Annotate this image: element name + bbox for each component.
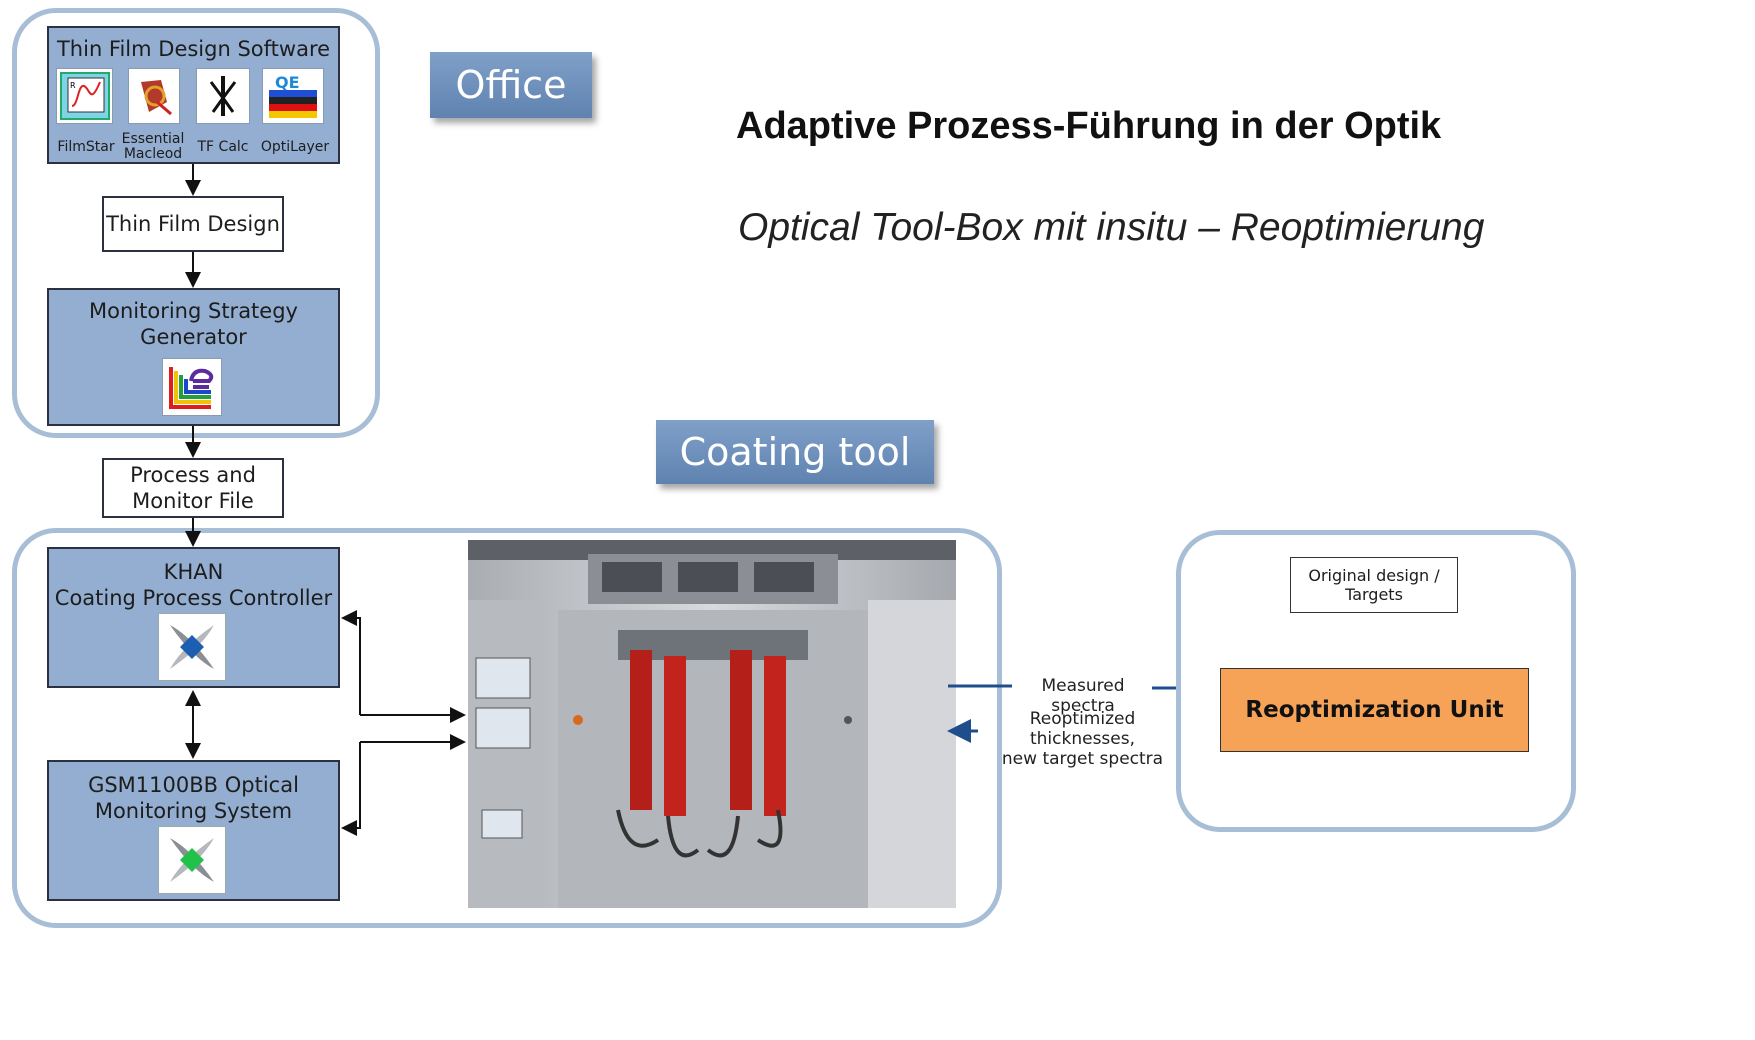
svg-text:QE: QE bbox=[275, 73, 300, 92]
khan-line1: KHAN bbox=[163, 560, 224, 584]
monitoring-strategy-line1: Monitoring Strategy bbox=[89, 299, 298, 323]
gsm-line1: GSM1100BB Optical bbox=[88, 773, 299, 797]
reoptimization-unit-label: Reoptimization Unit bbox=[1245, 697, 1504, 723]
thin-film-software-title: Thin Film Design Software bbox=[56, 37, 331, 61]
strategy-generator-icon bbox=[162, 358, 222, 416]
page-title: Adaptive Prozess-Führung in der Optik bbox=[736, 105, 1442, 147]
process-file-box: Process and Monitor File bbox=[102, 458, 284, 518]
gsm-line2: Monitoring System bbox=[94, 799, 293, 823]
tool-label-filmstar: FilmStar bbox=[57, 139, 115, 155]
coating-tool-tag: Coating tool bbox=[656, 420, 934, 484]
tool-label-macleod: Essential Macleod bbox=[121, 131, 185, 162]
original-design-box: Original design / Targets bbox=[1290, 557, 1458, 613]
original-design-line1: Original design / bbox=[1308, 566, 1440, 585]
office-tag: Office bbox=[430, 52, 592, 118]
optilayer-icon: QE bbox=[262, 68, 324, 124]
tool-label-optilayer: OptiLayer bbox=[260, 139, 330, 155]
coating-machine-image bbox=[468, 540, 956, 908]
reoptimized-line1: Reoptimized thicknesses, bbox=[1029, 709, 1136, 749]
coating-tool-tag-label: Coating tool bbox=[679, 430, 911, 474]
macleod-icon bbox=[128, 68, 180, 124]
svg-text:R: R bbox=[70, 81, 76, 90]
thin-film-design-label: Thin Film Design bbox=[106, 212, 280, 236]
thin-film-design-box: Thin Film Design bbox=[102, 196, 284, 252]
page-subtitle: Optical Tool-Box mit insitu – Reoptimier… bbox=[738, 206, 1485, 249]
reoptimized-label: Reoptimized thicknesses, new target spec… bbox=[975, 709, 1190, 769]
khan-line2: Coating Process Controller bbox=[54, 586, 333, 610]
reoptimization-unit-box: Reoptimization Unit bbox=[1220, 668, 1529, 752]
process-file-line2: Monitor File bbox=[132, 489, 254, 513]
original-design-line2: Targets bbox=[1345, 585, 1403, 604]
measured-spectra-label: Measured spectra bbox=[1041, 676, 1125, 716]
tool-label-tfcalc: TF Calc bbox=[197, 139, 249, 155]
monitoring-strategy-line2: Generator bbox=[140, 325, 247, 349]
khan-icon bbox=[158, 613, 226, 681]
office-tag-label: Office bbox=[455, 63, 567, 107]
gsm-icon bbox=[158, 826, 226, 894]
tfcalc-icon bbox=[196, 68, 250, 124]
reoptimized-line2: new target spectra bbox=[1001, 749, 1164, 769]
filmstar-icon: R bbox=[56, 68, 113, 124]
process-file-line1: Process and bbox=[130, 463, 256, 487]
